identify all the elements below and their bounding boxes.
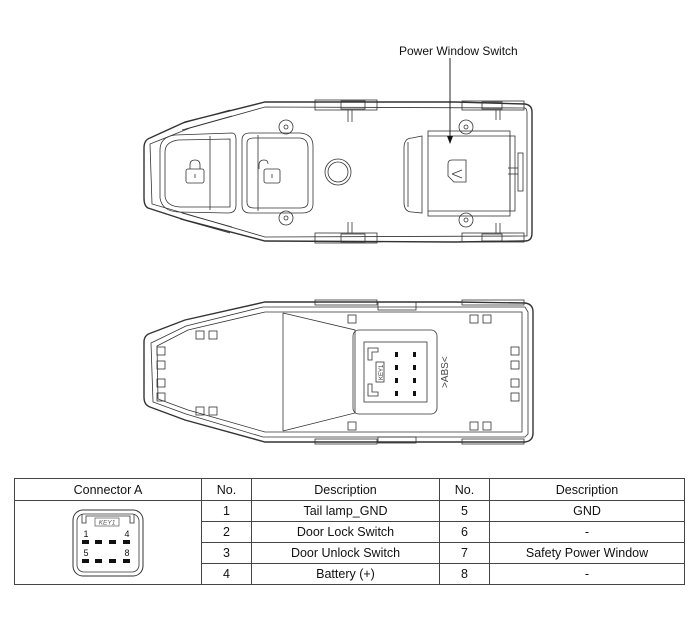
connector-pins: [395, 352, 416, 396]
window-arrow-icon: [447, 159, 467, 183]
abs-material-marking: >ABS<: [440, 356, 451, 388]
bottom-view-housing: [143, 299, 534, 445]
table-row: 3 Door Unlock Switch 7 Safety Power Wind…: [15, 542, 685, 564]
table-row: KEY1 1 4 5 8 1 Tail lamp_GND 5 GND: [14, 500, 685, 585]
pin-description: Safety Power Window: [489, 542, 685, 564]
pin-number: 2: [201, 521, 252, 543]
pin-number: 7: [439, 542, 490, 564]
pin-description: GND: [489, 500, 685, 522]
pin-description: Tail lamp_GND: [251, 500, 440, 522]
pin-description: -: [489, 521, 685, 543]
callout-arrow-icon: [447, 136, 453, 144]
pin-number: 1: [201, 500, 252, 522]
lock-open-icon: [258, 159, 269, 169]
pin-number: 5: [439, 500, 490, 522]
door-lock-button: [159, 132, 237, 214]
table-row: 4 Battery (+) 8 -: [15, 563, 685, 585]
svg-text:1: 1: [83, 529, 88, 539]
header-description-left: Description: [251, 478, 440, 501]
header-no-left: No.: [201, 478, 252, 501]
pin-number: 6: [439, 521, 490, 543]
switch-drawing: KEY1 >ABS<: [143, 58, 534, 445]
connector-a-face-icon: KEY1 1 4 5 8: [72, 509, 144, 576]
power-window-switch-callout: Power Window Switch: [399, 44, 518, 58]
connector-key-label: KEY1: [99, 519, 116, 526]
table-header-row: Connector A No. Description No. Descript…: [14, 478, 685, 501]
pin-number: 8: [439, 563, 490, 585]
connector-pinout-table: Connector A No. Description No. Descript…: [14, 478, 685, 585]
pin-number: 3: [201, 542, 252, 564]
top-view-housing: [143, 99, 533, 244]
header-no-right: No.: [439, 478, 490, 501]
svg-text:8: 8: [124, 548, 129, 558]
pin-description: Door Unlock Switch: [251, 542, 440, 564]
connector-key-marking: KEY1: [379, 364, 385, 380]
power-window-switch: [403, 130, 516, 217]
lock-closed-icon: [189, 159, 201, 169]
header-description-right: Description: [489, 478, 685, 501]
svg-text:4: 4: [124, 529, 129, 539]
pin-description: Battery (+): [251, 563, 440, 585]
svg-text:5: 5: [83, 548, 88, 558]
pin-number: 4: [201, 563, 252, 585]
pin-description: Door Lock Switch: [251, 521, 440, 543]
connector-a-diagram-cell: KEY1 1 4 5 8: [14, 500, 202, 585]
door-unlock-button: [241, 132, 314, 214]
pin-description: -: [489, 563, 685, 585]
lock-closed-icon-body: [185, 168, 205, 184]
header-connector: Connector A: [14, 478, 202, 501]
